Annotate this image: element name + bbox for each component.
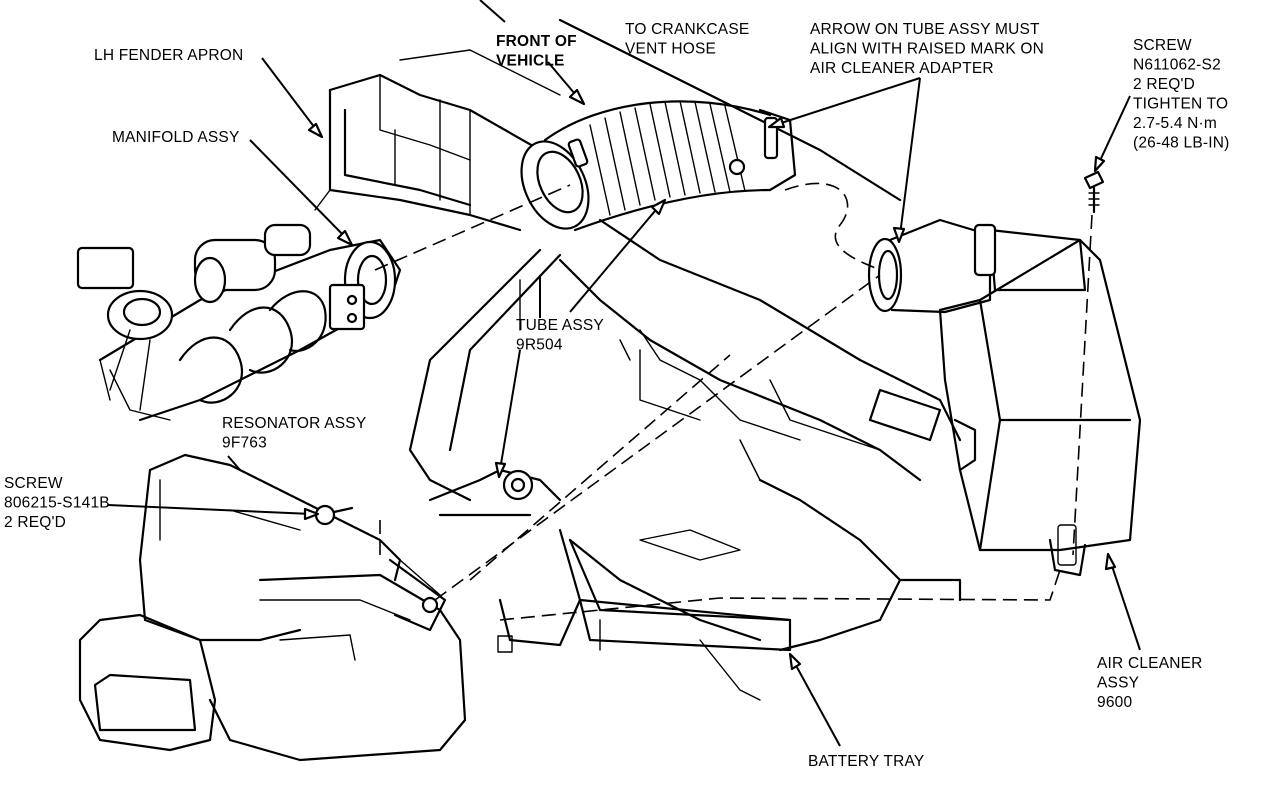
label-screw-left: SCREW 806215-S141B 2 REQ'D: [4, 475, 110, 531]
label-air-cleaner-assy-line-3: 9600: [1097, 694, 1132, 711]
resonator-assy-drawing: [78, 453, 467, 762]
air-cleaner-assy-drawing: [867, 218, 1142, 577]
label-manifold-assy: MANIFOLD ASSY: [112, 129, 240, 146]
label-arrow-on-tube-assy-line-2: ALIGN WITH RAISED MARK ON: [810, 41, 1044, 58]
label-battery-tray: BATTERY TRAY: [808, 753, 924, 770]
label-arrow-on-tube-assy: ARROW ON TUBE ASSY MUST ALIGN WITH RAISED…: [810, 21, 1044, 77]
label-screw-left-line-3: 2 REQ'D: [4, 514, 66, 531]
label-resonator-assy: RESONATOR ASSY 9F763: [222, 415, 366, 452]
label-arrow-on-tube-assy-line-1: ARROW ON TUBE ASSY MUST: [810, 21, 1040, 38]
lh-fender-apron-drawing: [314, 49, 561, 232]
assembly-centerlines: [374, 182, 1093, 621]
battery-tray-drawing: [497, 528, 792, 701]
label-screw-right-line-3: 2 REQ'D: [1133, 76, 1195, 93]
label-lh-fender-apron: LH FENDER APRON: [94, 47, 243, 64]
screw-right-drawing: [1083, 170, 1105, 214]
center-bracket-drawing: [428, 468, 562, 517]
label-lh-fender-apron-line-1: LH FENDER APRON: [94, 47, 243, 64]
label-screw-right-line-5: 2.7-5.4 N·m: [1133, 115, 1217, 132]
label-tube-assy: TUBE ASSY 9R504: [516, 317, 604, 354]
label-screw-right: SCREW N611062-S2 2 REQ'D TIGHTEN TO 2.7-5.4 …: [1133, 37, 1230, 152]
label-to-crankcase-vent-hose-line-2: VENT HOSE: [625, 41, 716, 58]
manifold-assy-drawing: [76, 223, 402, 422]
label-front-of-vehicle-line-1: FRONT OF: [496, 33, 577, 50]
label-front-of-vehicle-line-2: VEHICLE: [496, 53, 565, 70]
label-resonator-assy-line-1: RESONATOR ASSY: [222, 415, 366, 432]
label-arrow-on-tube-assy-line-3: AIR CLEANER ADAPTER: [810, 60, 994, 77]
label-air-cleaner-assy-line-2: ASSY: [1097, 675, 1139, 692]
label-screw-right-line-6: (26-48 LB-IN): [1133, 135, 1230, 152]
label-screw-right-line-2: N611062-S2: [1133, 57, 1221, 74]
label-screw-left-line-1: SCREW: [4, 475, 63, 492]
tube-assy-boot-drawing: [520, 100, 797, 232]
label-screw-left-line-2: 806215-S141B: [4, 495, 110, 512]
label-front-of-vehicle: FRONT OF VEHICLE: [496, 33, 577, 70]
label-to-crankcase-vent-hose-line-1: TO CRANKCASE: [625, 21, 749, 38]
label-resonator-assy-line-2: 9F763: [222, 435, 267, 452]
label-manifold-assy-line-1: MANIFOLD ASSY: [112, 129, 240, 146]
label-air-cleaner-assy-line-1: AIR CLEANER: [1097, 655, 1203, 672]
label-tube-assy-line-2: 9R504: [516, 337, 563, 354]
callout-labels: FRONT OF VEHICLE LH FENDER APRON TO CRANK…: [4, 21, 1230, 770]
inner-fender-panel-drawing: [408, 18, 962, 652]
screw-left-drawing: [314, 504, 354, 526]
label-screw-right-line-1: SCREW: [1133, 37, 1192, 54]
leader-lines: [107, 0, 1141, 747]
label-tube-assy-line-1: TUBE ASSY: [516, 317, 604, 334]
label-air-cleaner-assy: AIR CLEANER ASSY 9600: [1097, 655, 1203, 711]
label-screw-right-line-4: TIGHTEN TO: [1133, 96, 1228, 113]
label-battery-tray-line-1: BATTERY TRAY: [808, 753, 924, 770]
label-to-crankcase-vent-hose: TO CRANKCASE VENT HOSE: [625, 21, 749, 58]
